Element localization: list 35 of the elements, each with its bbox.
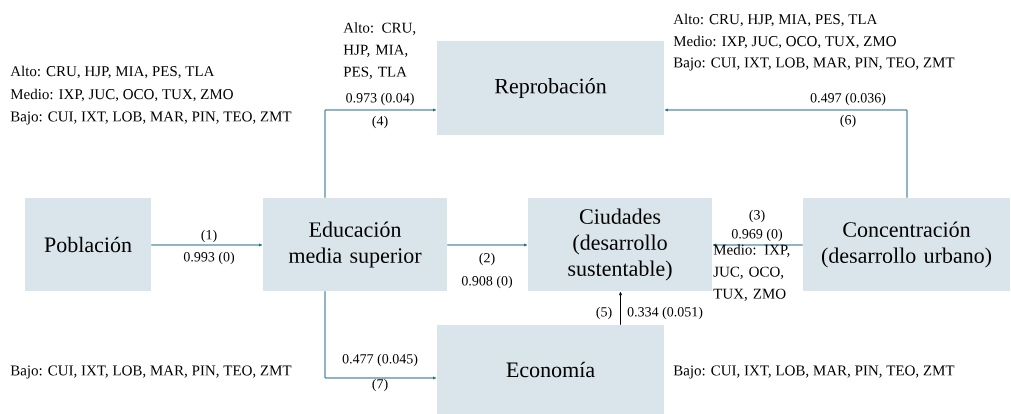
arrow xyxy=(324,290,437,380)
process-box: Educación media superior xyxy=(263,198,447,291)
group-note: Medio: IXP, JUC, OCO, TUX, ZMO xyxy=(673,35,896,49)
edge-label: (1) xyxy=(201,229,217,243)
edge-label: (6) xyxy=(840,114,856,128)
process-box: Población xyxy=(25,198,151,291)
coefficient-label: 0.993 (0) xyxy=(183,251,235,265)
coefficient-label: 0.973 (0.04) xyxy=(346,92,414,106)
group-note: Medio: IXP, JUC, OCO, TUX, ZMO xyxy=(713,244,790,301)
arrow xyxy=(664,108,908,199)
coefficient-label: 0.908 (0) xyxy=(461,275,513,289)
arrow xyxy=(150,243,263,247)
edge-label: (2) xyxy=(479,252,495,266)
edge-label: (7) xyxy=(372,378,388,392)
coefficient-label: 0.969 (0) xyxy=(731,228,783,242)
process-box: Concentración (desarrollo urbano) xyxy=(803,198,1010,291)
group-note: Medio: IXP, JUC, OCO, TUX, ZMO xyxy=(10,88,233,102)
group-note: Bajo: CUI, IXT, LOB, MAR, PIN, TEO, ZMT xyxy=(10,111,292,125)
group-note: Alto: CRU, HJP, MIA, PES, TLA xyxy=(343,22,416,79)
arrow xyxy=(446,243,528,247)
coefficient-label: 0.497 (0.036) xyxy=(810,92,886,106)
coefficient-label: 0.477 (0.045) xyxy=(342,353,418,367)
group-note: Bajo: CUI, IXT, LOB, MAR, PIN, TEO, ZMT xyxy=(10,365,292,379)
process-box: Ciudades (desarrollo sustentable) xyxy=(528,198,712,291)
process-box: Reprobación xyxy=(437,41,664,135)
edge-label: (4) xyxy=(372,115,388,129)
process-box: Economía xyxy=(437,325,664,414)
group-note: Alto: CRU, HJP, MIA, PES, TLA xyxy=(673,13,878,27)
arrow xyxy=(324,108,437,199)
group-note: Alto: CRU, HJP, MIA, PES, TLA xyxy=(10,65,215,79)
coefficient-label: 0.334 (0.051) xyxy=(627,306,703,320)
arrow xyxy=(619,291,622,326)
edge-label: (5) xyxy=(596,306,612,320)
edge-label: (3) xyxy=(749,209,765,223)
arrow xyxy=(712,243,804,247)
